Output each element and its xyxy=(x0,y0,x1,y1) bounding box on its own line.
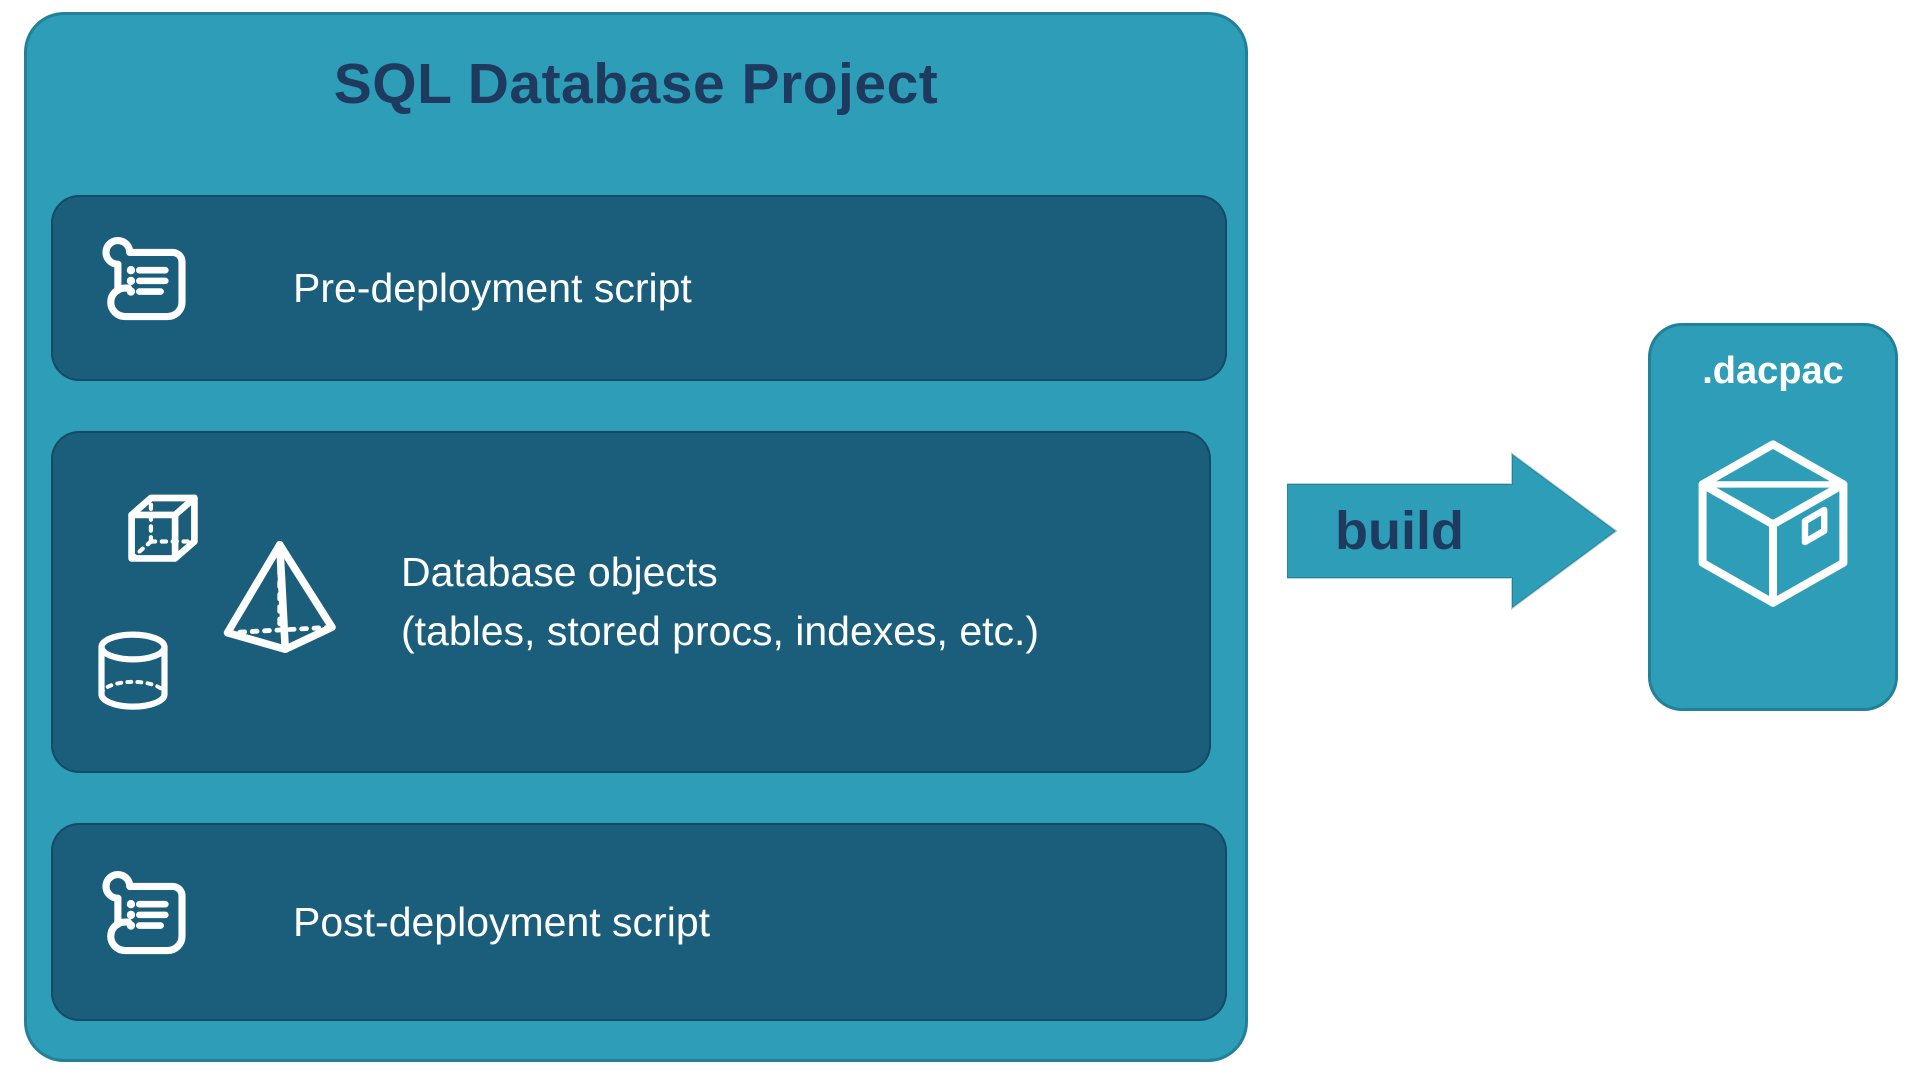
database-objects-label: Database objects xyxy=(401,548,718,595)
database-objects-panel: Database objects (tables, stored procs, … xyxy=(51,431,1211,773)
build-arrow: build xyxy=(1287,452,1619,610)
sql-database-project-container: SQL Database Project Pre-deployment scri… xyxy=(24,12,1248,1062)
pre-deployment-label: Pre-deployment script xyxy=(293,264,692,311)
post-deployment-panel: Post-deployment script xyxy=(51,823,1227,1021)
database-cylinder-icon xyxy=(79,613,187,735)
dacpac-output: .dacpac xyxy=(1648,323,1898,711)
scroll-icon xyxy=(87,231,201,345)
scroll-icon xyxy=(87,865,201,979)
build-arrow-label: build xyxy=(1335,501,1464,561)
right-block-arrow-icon xyxy=(1287,452,1618,610)
pyramid-icon xyxy=(211,531,343,663)
post-deployment-label: Post-deployment script xyxy=(293,898,711,945)
cube-icon xyxy=(105,469,221,585)
database-objects-text: Database objects (tables, stored procs, … xyxy=(401,433,1039,771)
pre-deployment-row: Pre-deployment script xyxy=(53,197,1225,379)
pre-deployment-panel: Pre-deployment script xyxy=(51,195,1227,381)
dacpac-label: .dacpac xyxy=(1702,350,1844,392)
post-deployment-row: Post-deployment script xyxy=(53,825,1225,1019)
database-objects-sublabel: (tables, stored procs, indexes, etc.) xyxy=(401,608,1040,654)
project-title: SQL Database Project xyxy=(333,52,939,116)
package-icon xyxy=(1677,419,1869,617)
